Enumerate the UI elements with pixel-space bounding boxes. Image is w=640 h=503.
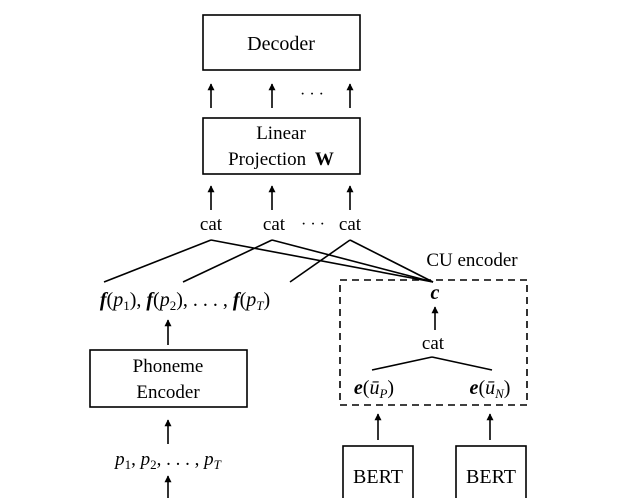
feature-sub-2: 2: [170, 298, 177, 313]
seq-sub-2: 2: [150, 457, 157, 472]
concat-row: cat cat · · · cat: [200, 214, 362, 235]
phoneme-encoder-line2: Encoder: [136, 382, 200, 403]
cu-encoder-block: CU encoder c cat e(ūP) e(ūN): [339, 250, 528, 406]
bert-right-block: BERT: [455, 445, 527, 503]
phoneme-encoder-block: Phoneme Encoder: [89, 349, 248, 408]
seq-sub-T: T: [214, 457, 222, 472]
decoder-label: Decoder: [247, 33, 315, 55]
embed-positive-label: e(ūP): [354, 377, 394, 401]
projection-matrix-symbol: W: [315, 149, 334, 170]
linear-projection-box: [202, 117, 361, 175]
concat-label-1: cat: [200, 214, 223, 235]
phoneme-encoder-line1: Phoneme: [133, 356, 204, 377]
embed-positive-sub: P: [378, 386, 387, 401]
feature-fn-2: f: [146, 289, 155, 311]
seq-dots: , . . . ,: [157, 449, 200, 470]
decoder-box: [202, 14, 361, 71]
line-c-to-cat-1: [210, 239, 434, 283]
cu-output-c: c: [431, 282, 440, 304]
line-fp2-to-cat-2: [182, 239, 273, 283]
concat-label-3: cat: [339, 214, 362, 235]
decoder-block: Decoder: [202, 14, 361, 71]
seq-var-T: p: [202, 449, 214, 470]
feature-sub-T: T: [256, 298, 264, 313]
seq-sub-1: 1: [125, 457, 132, 472]
embed-positive-fn: e: [354, 377, 363, 399]
cu-encoder-title: CU encoder: [426, 250, 518, 271]
bert-left-block: BERT: [342, 445, 414, 503]
concat-connections: [103, 239, 434, 283]
feature-fn-1: f: [100, 289, 109, 311]
decoder-input-ellipsis: · · ·: [300, 86, 324, 103]
seq-var-1: p: [113, 449, 125, 470]
phoneme-features-label: f(p1), f(p2), . . . , f(pT): [100, 289, 270, 313]
embed-negative-var: ū: [485, 377, 495, 399]
cat-to-linear-arrows: [207, 185, 354, 210]
concat-ellipsis: · · ·: [301, 216, 325, 233]
feature-arg-T: p: [244, 289, 256, 311]
feature-sub-1: 1: [123, 298, 130, 313]
feature-fn-T: f: [233, 289, 242, 311]
linear-projection-block: Linear Projection W: [202, 117, 361, 175]
line-eN-to-cat: [431, 356, 493, 371]
embed-negative-label: e(ūN): [470, 377, 511, 401]
line-eP-to-cat: [371, 356, 433, 371]
line-fp1-to-cat-1: [103, 239, 212, 283]
linear-projection-word: Projection: [228, 149, 307, 170]
bert-right-label: BERT: [466, 466, 516, 488]
seq-var-2: p: [139, 449, 151, 470]
decoder-input-arrows: · · ·: [207, 83, 354, 108]
feature-dots: , . . . ,: [183, 289, 228, 311]
linear-projection-line1: Linear: [256, 123, 306, 144]
line-c-to-cat-2: [271, 239, 434, 283]
embed-positive-var: ū: [369, 377, 379, 399]
feature-arg-1: p: [111, 289, 123, 311]
concat-label-2: cat: [263, 214, 286, 235]
phoneme-sequence-label: p1, p2, . . . , pT: [113, 449, 222, 472]
embed-negative-fn: e: [470, 377, 479, 399]
bert-left-label: BERT: [353, 466, 403, 488]
line-c-to-cat-3: [349, 239, 434, 283]
phoneme-encoder-box: [89, 349, 248, 408]
linear-projection-line2: Projection W: [228, 149, 334, 170]
cu-cat-label: cat: [422, 333, 445, 354]
feature-arg-2: p: [158, 289, 170, 311]
embed-negative-sub: N: [494, 386, 505, 401]
